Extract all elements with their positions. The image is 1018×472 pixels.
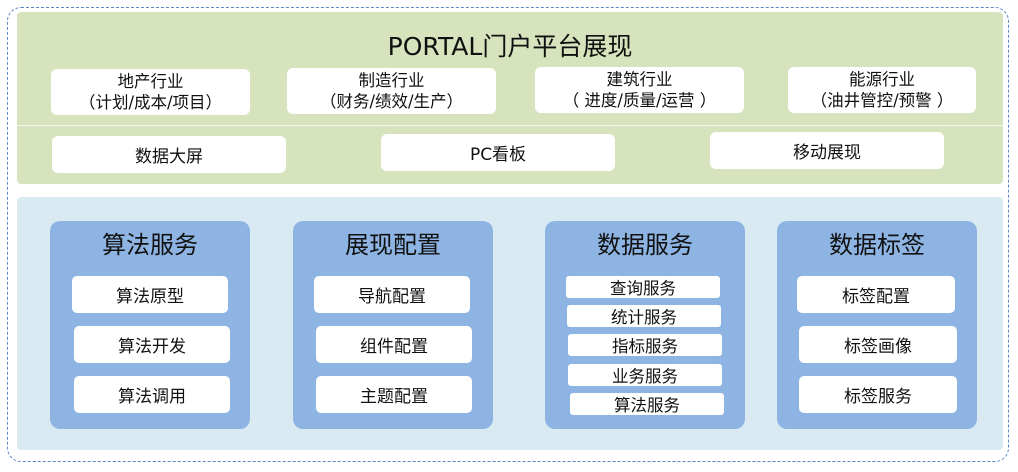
- card-display-config: 展现配置 导航配置 组件配置 主题配置: [293, 221, 493, 429]
- card-item: 查询服务: [566, 276, 720, 298]
- industry-detail: （计划/成本/项目）: [78, 93, 223, 112]
- card-item: 算法原型: [72, 276, 228, 313]
- card-item: 算法服务: [570, 393, 724, 415]
- view-box-mobile: 移动展现: [710, 132, 944, 169]
- view-box-pc-board: PC看板: [381, 134, 615, 171]
- card-title: 数据标签: [829, 231, 925, 259]
- view-box-big-screen: 数据大屏: [52, 136, 286, 173]
- industry-detail: （财务/绩效/生产）: [319, 92, 464, 111]
- portal-title: PORTAL门户平台展现: [387, 32, 633, 61]
- industry-name: 建筑行业: [606, 70, 673, 89]
- services-layer: 算法服务 算法原型 算法开发 算法调用 展现配置 导航配置 组件配置 主题配置 …: [17, 197, 1003, 450]
- industry-box-construction: 建筑行业 （ 进度/质量/运营 ）: [535, 67, 744, 113]
- card-item: 指标服务: [568, 334, 722, 356]
- portal-divider: [17, 125, 1003, 126]
- card-item: 算法开发: [74, 326, 230, 363]
- industry-detail: （ 进度/质量/运营 ）: [562, 91, 717, 110]
- industry-name: 地产行业: [117, 72, 184, 91]
- industry-box-manufacturing: 制造行业 （财务/绩效/生产）: [287, 68, 496, 114]
- card-item: 标签服务: [799, 376, 957, 413]
- industry-box-energy: 能源行业 （油井管控/预警 ）: [788, 67, 976, 113]
- card-item: 导航配置: [314, 276, 470, 313]
- portal-layer: PORTAL门户平台展现 地产行业 （计划/成本/项目） 制造行业 （财务/绩效…: [17, 12, 1003, 184]
- card-item: 标签画像: [799, 326, 957, 363]
- card-data-tag: 数据标签 标签配置 标签画像 标签服务: [777, 221, 977, 429]
- card-item: 业务服务: [568, 364, 722, 386]
- card-title: 展现配置: [345, 231, 441, 259]
- card-item: 算法调用: [74, 376, 230, 413]
- card-item: 主题配置: [316, 376, 472, 413]
- industry-name: 制造行业: [358, 71, 425, 90]
- industry-box-real-estate: 地产行业 （计划/成本/项目）: [51, 69, 250, 115]
- outer-dashed-frame: [7, 7, 1009, 462]
- industry-name: 能源行业: [849, 70, 915, 89]
- card-algorithm-service: 算法服务 算法原型 算法开发 算法调用: [50, 221, 250, 429]
- card-item: 标签配置: [797, 276, 955, 313]
- card-item: 组件配置: [316, 326, 472, 363]
- card-item: 统计服务: [567, 305, 721, 327]
- industry-detail: （油井管控/预警 ）: [810, 91, 954, 110]
- card-title: 算法服务: [102, 231, 198, 259]
- card-title: 数据服务: [597, 231, 693, 259]
- card-data-service: 数据服务 查询服务 统计服务 指标服务 业务服务 算法服务: [545, 221, 745, 429]
